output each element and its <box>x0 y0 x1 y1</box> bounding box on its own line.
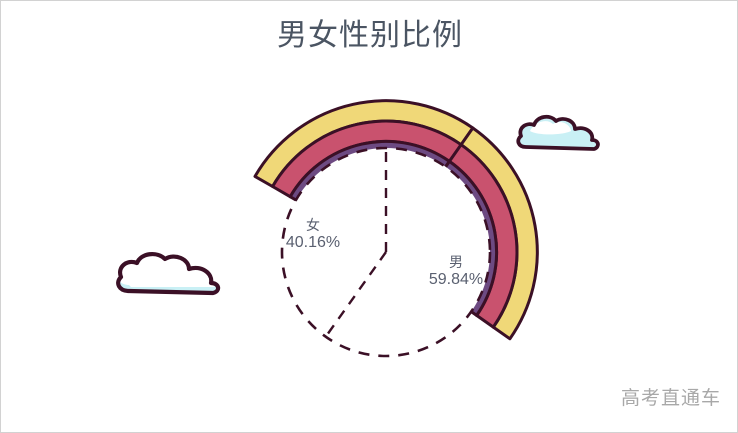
page-title: 男女性别比例 <box>277 19 463 52</box>
pie-group <box>280 146 492 358</box>
cloud-left-icon <box>116 248 221 296</box>
cloud-right-icon <box>516 114 600 151</box>
watermark: 高考直通车 <box>620 388 721 409</box>
